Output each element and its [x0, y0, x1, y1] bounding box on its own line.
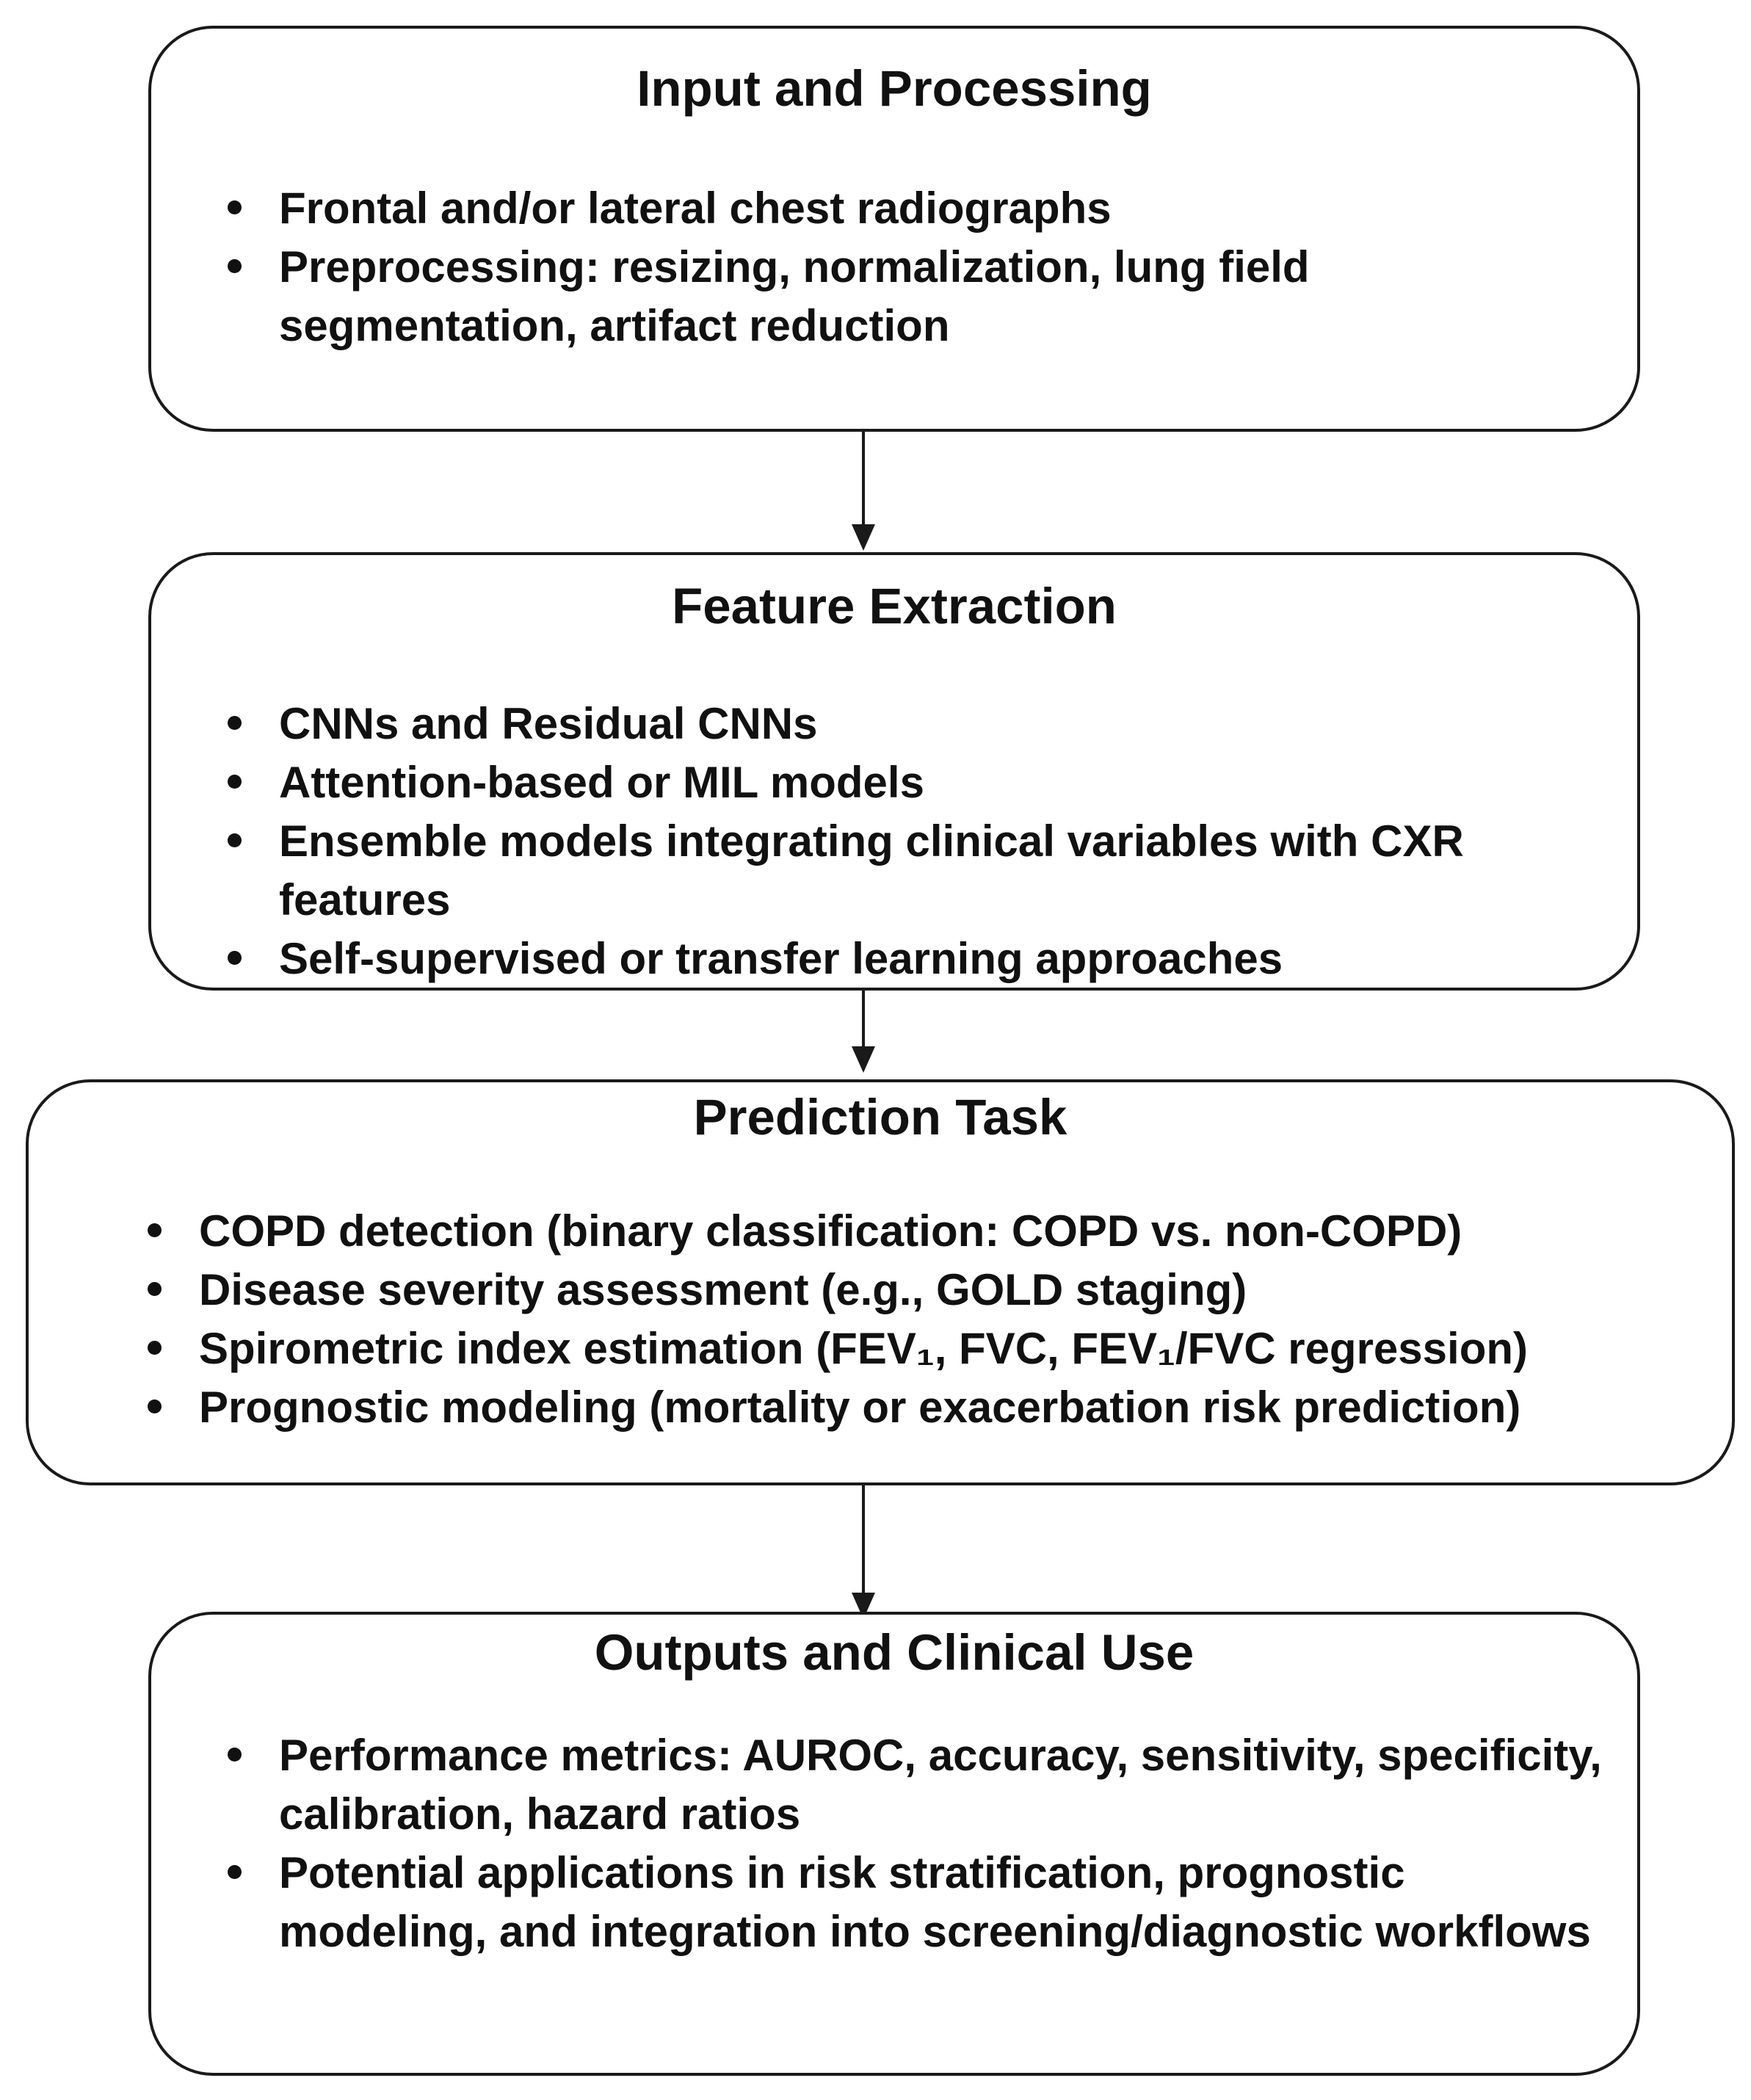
bullet-icon	[228, 1865, 242, 1879]
bullet-icon	[148, 1223, 162, 1237]
list-item: Prognostic modeling (mortality or exacer…	[148, 1378, 1726, 1437]
bullet-icon	[148, 1282, 162, 1296]
feature-extraction-title: Feature Extraction	[672, 578, 1117, 634]
bullet-icon	[148, 1341, 162, 1355]
outputs-clinical-use-title: Outputs and Clinical Use	[594, 1624, 1194, 1681]
outputs-clinical-use-box: Outputs and Clinical Use Performance met…	[148, 1612, 1640, 2076]
bullet-icon	[228, 716, 242, 730]
bullet-icon	[228, 1748, 242, 1762]
arrow-down-icon	[852, 1046, 875, 1073]
flow-arrow-line	[862, 991, 865, 1049]
input-processing-list: Frontal and/or lateral chest radiographs…	[228, 179, 1615, 355]
outputs-clinical-use-list: Performance metrics: AUROC, accuracy, se…	[228, 1726, 1615, 1961]
prediction-task-title: Prediction Task	[693, 1089, 1067, 1145]
list-item: CNNs and Residual CNNs	[228, 695, 1630, 753]
list-item: Ensemble models integrating clinical var…	[228, 812, 1630, 930]
feature-extraction-box: Feature Extraction CNNs and Residual CNN…	[148, 552, 1640, 991]
feature-extraction-list: CNNs and Residual CNNs Attention-based o…	[228, 695, 1630, 988]
list-item: Self-supervised or transfer learning app…	[228, 930, 1630, 988]
list-item: Attention-based or MIL models	[228, 753, 1630, 812]
prediction-task-box: Prediction Task COPD detection (binary c…	[26, 1079, 1735, 1485]
bullet-icon	[228, 833, 242, 847]
bullet-icon	[228, 200, 242, 214]
list-item: Frontal and/or lateral chest radiographs	[228, 179, 1615, 238]
flow-arrow-line	[862, 1485, 865, 1596]
list-item: COPD detection (binary classification: C…	[148, 1202, 1726, 1261]
input-processing-title: Input and Processing	[637, 60, 1152, 117]
list-item: Performance metrics: AUROC, accuracy, se…	[228, 1726, 1615, 1844]
prediction-task-list: COPD detection (binary classification: C…	[148, 1202, 1726, 1437]
list-item: Preprocessing: resizing, normalization, …	[228, 238, 1615, 355]
input-processing-box: Input and Processing Frontal and/or late…	[148, 26, 1640, 432]
bullet-icon	[228, 951, 242, 965]
arrow-down-icon	[852, 524, 875, 551]
bullet-icon	[148, 1400, 162, 1413]
list-item: Potential applications in risk stratific…	[228, 1844, 1615, 1961]
bullet-icon	[228, 259, 242, 273]
bullet-icon	[228, 775, 242, 789]
flow-arrow-line	[862, 432, 865, 527]
list-item: Spirometric index estimation (FEV₁, FVC,…	[148, 1319, 1726, 1378]
list-item: Disease severity assessment (e.g., GOLD …	[148, 1261, 1726, 1319]
